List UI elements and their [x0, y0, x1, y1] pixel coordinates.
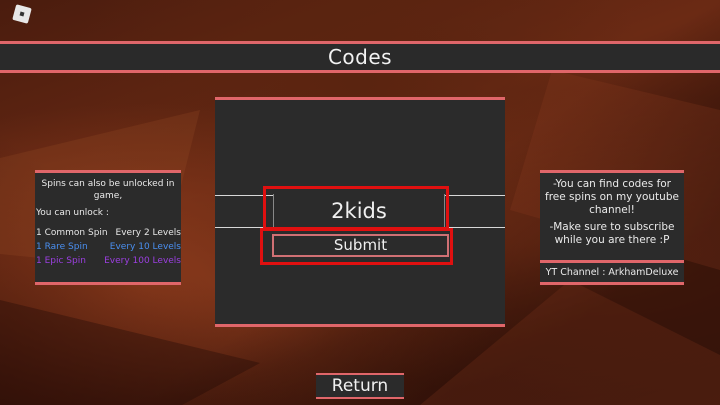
reward-spin: 1 Common Spin [36, 228, 108, 238]
highlight-frame [263, 186, 449, 230]
spin-info-intro: Spins can also be unlocked in game, [41, 179, 175, 201]
reward-row: 1 Epic Spin Every 100 Levels [35, 256, 181, 266]
reward-requirement: Every 2 Levels [115, 228, 181, 238]
reward-row: 1 Common Spin Every 2 Levels [35, 228, 181, 238]
reward-spin: 1 Rare Spin [36, 242, 88, 252]
roblox-logo-icon[interactable] [12, 4, 32, 24]
title-bar: Codes [0, 41, 720, 73]
unlock-label: You can unlock : [36, 208, 109, 218]
reward-requirement: Every 100 Levels [104, 256, 181, 266]
reward-spin: 1 Epic Spin [36, 256, 86, 266]
spin-info-panel: Spins can also be unlocked in game, You … [35, 170, 181, 285]
youtube-channel-label: YT Channel : ArkhamDeluxe [540, 260, 684, 282]
highlight-frame [260, 228, 453, 265]
submit-button[interactable]: Submit [272, 234, 449, 257]
reward-row: 1 Rare Spin Every 10 Levels [35, 242, 181, 252]
promo-line: -You can find codes for free spins on my… [545, 178, 679, 216]
promo-panel: -You can find codes for free spins on my… [540, 170, 684, 285]
reward-requirement: Every 10 Levels [109, 242, 181, 252]
page-title: Codes [327, 45, 393, 69]
return-button[interactable]: Return [316, 373, 404, 399]
promo-line: -Make sure to subscribe while you are th… [549, 221, 675, 246]
code-entry-panel: 2kids Submit [215, 97, 505, 327]
code-input[interactable]: 2kids [273, 194, 445, 228]
